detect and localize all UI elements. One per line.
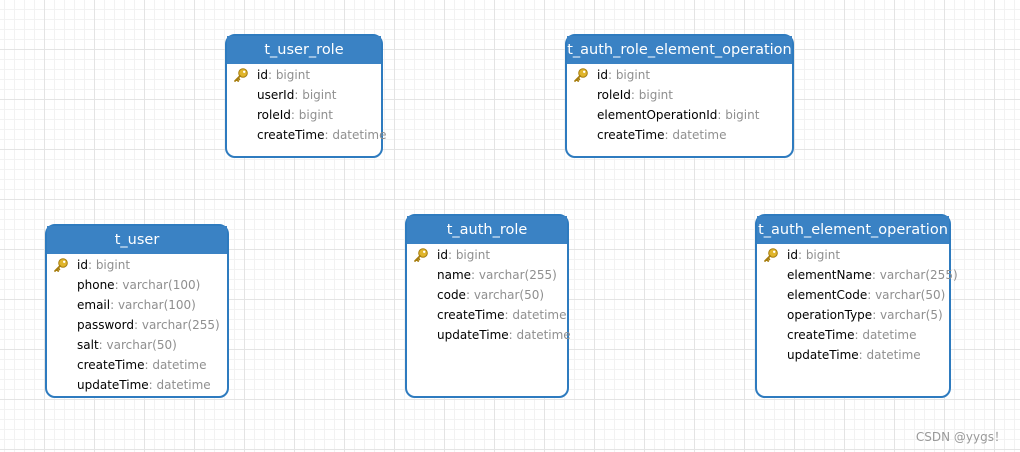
field-row[interactable]: roleId: bigint bbox=[597, 88, 673, 102]
field-name: id bbox=[77, 258, 88, 272]
field-row[interactable]: salt: varchar(50) bbox=[77, 338, 177, 352]
field-name: id bbox=[597, 68, 608, 82]
field-name: phone bbox=[77, 278, 115, 292]
field-list: id: bigint phone: varchar(100) email: varc… bbox=[47, 254, 227, 395]
field-row[interactable]: id: bigint bbox=[407, 245, 567, 265]
field-type: varchar(255) bbox=[141, 318, 220, 332]
entity-title: t_auth_role bbox=[407, 216, 567, 244]
watermark: CSDN @yygs！ bbox=[915, 430, 1006, 444]
field-name: elementOperationId bbox=[597, 108, 718, 122]
field-name: updateTime bbox=[77, 378, 149, 392]
field-row[interactable]: createTime: datetime bbox=[787, 328, 917, 342]
key-icon bbox=[763, 247, 779, 263]
field-name: updateTime bbox=[437, 328, 509, 342]
field-type: datetime bbox=[672, 128, 727, 142]
field-row[interactable]: userId: bigint bbox=[257, 88, 337, 102]
field-type: varchar(255) bbox=[879, 268, 958, 282]
field-type: varchar(100) bbox=[117, 298, 196, 312]
field-row[interactable]: elementName: varchar(255) bbox=[787, 268, 958, 282]
field-name: id bbox=[437, 248, 448, 262]
field-type: bigint bbox=[302, 88, 337, 102]
key-icon bbox=[413, 247, 429, 263]
field-name: email bbox=[77, 298, 111, 312]
field-type: varchar(255) bbox=[478, 268, 557, 282]
field-name: code bbox=[437, 288, 466, 302]
field-type: bigint bbox=[455, 248, 491, 262]
field-type: bigint bbox=[615, 68, 651, 82]
field-type: varchar(50) bbox=[875, 288, 946, 302]
field-type: varchar(50) bbox=[473, 288, 545, 302]
field-type: datetime bbox=[516, 328, 571, 342]
field-name: elementCode bbox=[787, 288, 868, 302]
field-type: bigint bbox=[805, 248, 841, 262]
field-row[interactable]: updateTime: datetime bbox=[787, 348, 921, 362]
key-icon bbox=[53, 257, 69, 273]
field-type: datetime bbox=[332, 128, 387, 142]
field-type: bigint bbox=[638, 88, 673, 102]
field-list: id: bigint name: varchar(255) code: varcha… bbox=[407, 244, 571, 345]
field-row[interactable]: createTime: datetime bbox=[77, 358, 207, 372]
entity-title: t_auth_role_element_operation bbox=[567, 36, 792, 64]
field-row[interactable]: email: varchar(100) bbox=[77, 298, 196, 312]
entity-title: t_auth_element_operation bbox=[757, 216, 949, 244]
entity-title: t_user bbox=[47, 226, 227, 254]
field-name: createTime bbox=[787, 328, 855, 342]
entity-title: t_user_role bbox=[227, 36, 381, 64]
field-name: createTime bbox=[257, 128, 325, 142]
field-row[interactable]: code: varchar(50) bbox=[437, 288, 545, 302]
field-name: updateTime bbox=[787, 348, 859, 362]
field-type: bigint bbox=[95, 258, 131, 272]
field-row[interactable]: roleId: bigint bbox=[257, 108, 333, 122]
field-row[interactable]: id: bigint bbox=[567, 65, 792, 85]
field-list: id: bigint roleId: bigint elementOperation… bbox=[567, 64, 792, 145]
field-name: password bbox=[77, 318, 134, 332]
field-row[interactable]: name: varchar(255) bbox=[437, 268, 557, 282]
key-icon bbox=[573, 67, 589, 83]
field-name: id bbox=[787, 248, 798, 262]
field-row[interactable]: id: bigint bbox=[757, 245, 949, 265]
field-row[interactable]: elementCode: varchar(50) bbox=[787, 288, 946, 302]
field-row[interactable]: password: varchar(255) bbox=[77, 318, 220, 332]
field-type: varchar(50) bbox=[106, 338, 177, 352]
field-type: bigint bbox=[275, 68, 311, 82]
field-row[interactable]: createTime: datetime bbox=[437, 308, 567, 322]
field-row[interactable]: createTime: datetime bbox=[597, 128, 727, 142]
field-name: userId bbox=[257, 88, 295, 102]
field-row[interactable]: createTime: datetime bbox=[257, 128, 387, 142]
field-type: bigint bbox=[725, 108, 760, 122]
field-name: salt bbox=[77, 338, 99, 352]
field-row[interactable]: updateTime: datetime bbox=[437, 328, 571, 342]
field-type: datetime bbox=[152, 358, 207, 372]
field-row[interactable]: id: bigint bbox=[227, 65, 381, 85]
field-type: bigint bbox=[298, 108, 333, 122]
key-icon bbox=[233, 67, 249, 83]
field-type: datetime bbox=[512, 308, 567, 322]
field-row[interactable]: id: bigint bbox=[47, 255, 227, 275]
field-name: id bbox=[257, 68, 268, 82]
field-row[interactable]: updateTime: datetime bbox=[77, 378, 211, 392]
field-type: varchar(100) bbox=[122, 278, 201, 292]
field-row[interactable]: phone: varchar(100) bbox=[77, 278, 201, 292]
field-name: operationType bbox=[787, 308, 873, 322]
field-name: createTime bbox=[597, 128, 665, 142]
field-type: datetime bbox=[862, 328, 917, 342]
field-name: name bbox=[437, 268, 472, 282]
field-row[interactable]: elementOperationId: bigint bbox=[597, 108, 760, 122]
field-name: createTime bbox=[437, 308, 505, 322]
field-name: roleId bbox=[257, 108, 291, 122]
field-type: datetime bbox=[866, 348, 921, 362]
field-name: createTime bbox=[77, 358, 145, 372]
field-type: varchar(5) bbox=[880, 308, 943, 322]
field-type: datetime bbox=[156, 378, 211, 392]
field-row[interactable]: operationType: varchar(5) bbox=[787, 308, 943, 322]
field-name: elementName bbox=[787, 268, 872, 282]
field-name: roleId bbox=[597, 88, 631, 102]
field-list: id: bigint userId: bigint roleId: bigint cr… bbox=[227, 64, 387, 145]
